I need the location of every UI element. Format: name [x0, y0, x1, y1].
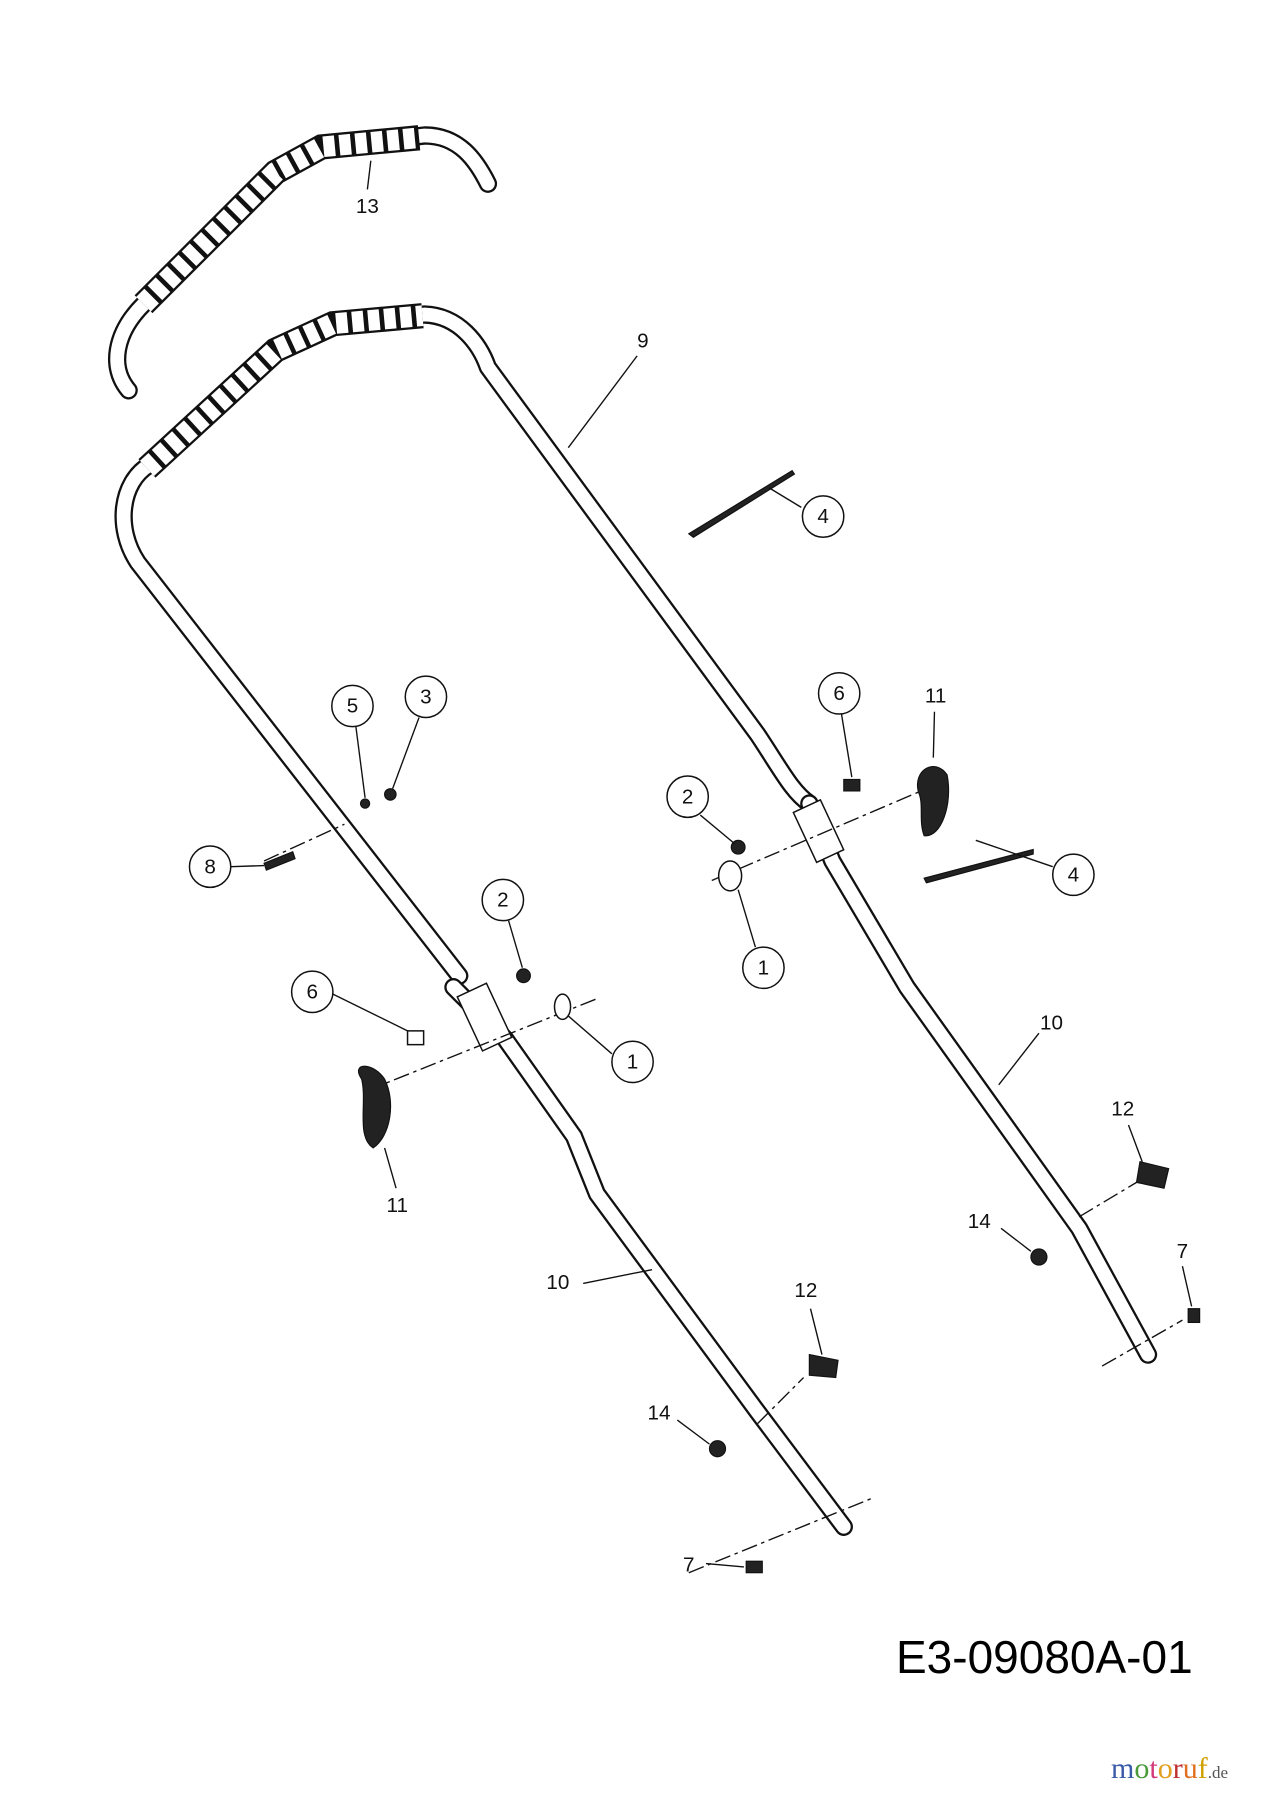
- grip-part-13: [108, 125, 498, 400]
- label-10-right: 10: [1040, 1011, 1063, 1034]
- label-9: 9: [637, 330, 648, 353]
- label-14-left: 14: [647, 1402, 670, 1425]
- label-4-right: 4: [1068, 863, 1080, 886]
- label-14-right: 14: [968, 1210, 991, 1233]
- motoruf-logo: motoruf.de: [1111, 1752, 1228, 1785]
- lower-handle-left-10: [444, 978, 853, 1536]
- hardware-parts: [263, 469, 1201, 1574]
- label-12-right: 12: [1111, 1098, 1134, 1121]
- lower-handle-right-10: [792, 794, 1158, 1364]
- label-7-right: 7: [1177, 1240, 1189, 1263]
- label-13: 13: [356, 195, 379, 218]
- label-1-left: 1: [627, 1050, 639, 1073]
- label-7-left: 7: [683, 1553, 695, 1576]
- label-6-right: 6: [833, 682, 844, 705]
- leader-lines: [230, 160, 1193, 1568]
- label-3: 3: [420, 685, 432, 708]
- label-1-right: 1: [758, 956, 770, 979]
- label-10-left: 10: [546, 1271, 569, 1294]
- label-11-left: 11: [386, 1194, 407, 1217]
- label-8: 8: [204, 855, 216, 878]
- label-11-right: 11: [925, 684, 946, 707]
- label-6-left: 6: [307, 980, 319, 1003]
- label-4-top: 4: [817, 505, 829, 528]
- upper-handle-9: [114, 303, 819, 985]
- label-2-left: 2: [497, 889, 509, 912]
- label-12-left: 12: [794, 1279, 817, 1302]
- diagram-code: E3-09080A-01: [896, 1631, 1193, 1683]
- label-2-right: 2: [682, 785, 694, 808]
- label-5: 5: [347, 695, 359, 718]
